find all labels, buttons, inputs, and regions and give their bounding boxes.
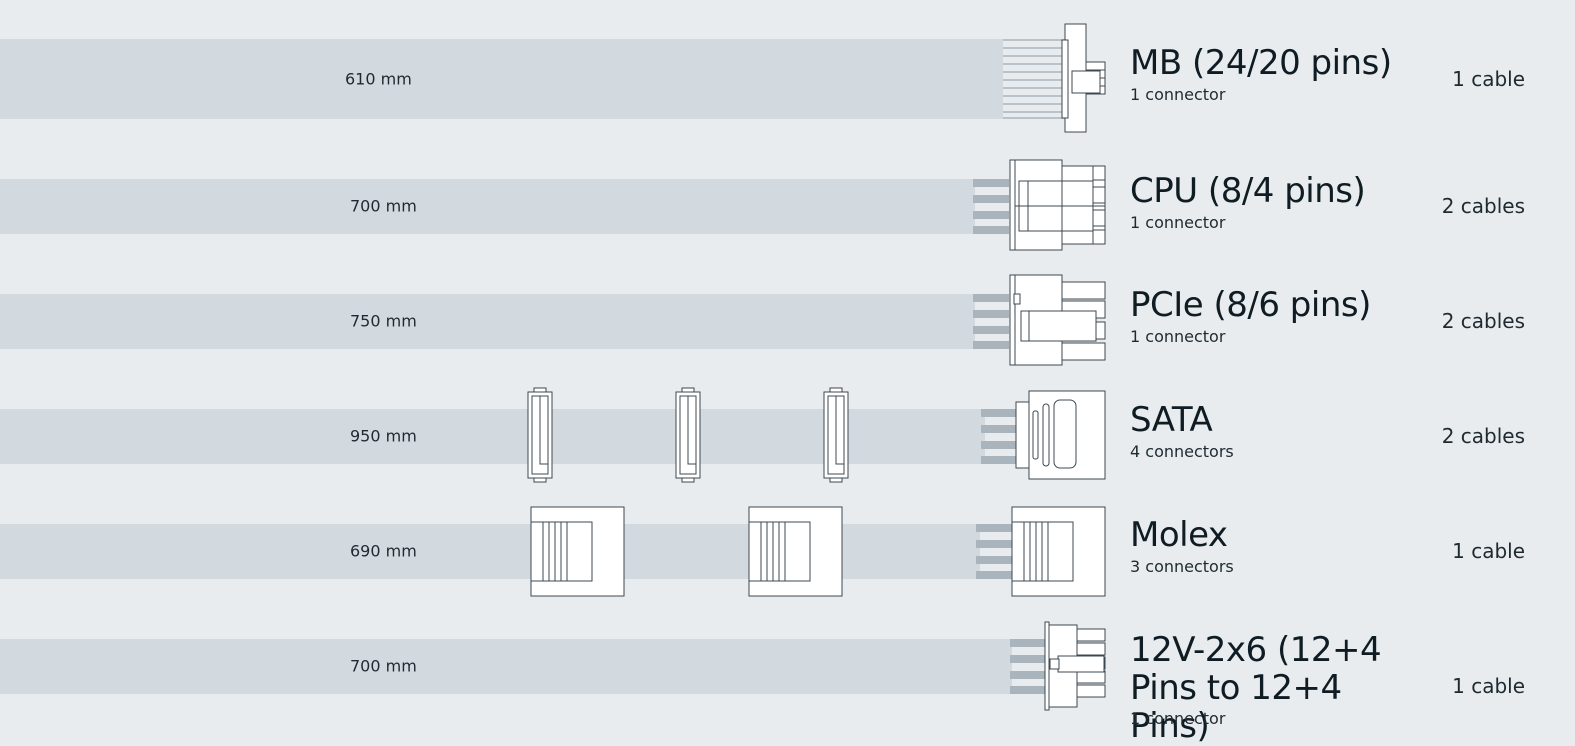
connector-count: 1 connector: [1130, 85, 1226, 104]
sata-connector-icon: [981, 390, 1106, 480]
cable-count: 1 cable: [1452, 674, 1525, 698]
cable-band-sata: [0, 409, 985, 464]
cable-band-cpu: [0, 179, 975, 234]
sata-inline-connector-icon: [675, 387, 701, 483]
cable-band-pcie: [0, 294, 975, 349]
connector-count: 1 connector: [1130, 709, 1226, 728]
mb-24pin-connector-icon: [1003, 23, 1106, 133]
sata-inline-connector-icon: [823, 387, 849, 483]
cable-title: PCIe (8/6 pins): [1130, 285, 1371, 325]
cable-title: CPU (8/4 pins): [1130, 171, 1366, 211]
cable-length: 950 mm: [350, 426, 417, 446]
cable-count: 2 cables: [1441, 424, 1525, 448]
cable-band-mb: [0, 39, 1003, 119]
cable-title: Molex: [1130, 515, 1228, 555]
cable-length: 750 mm: [350, 311, 417, 331]
connector-count: 1 connector: [1130, 213, 1226, 232]
molex-inline-connector-icon: [748, 506, 843, 597]
sata-inline-connector-icon: [527, 387, 553, 483]
molex-inline-connector-icon: [530, 506, 625, 597]
cable-band-12v: [0, 639, 1012, 694]
molex-connector-icon: [976, 506, 1106, 597]
cable-title: 12V-2x6 (12+4 Pins to 12+4 Pins): [1130, 630, 1382, 746]
connector-count: 4 connectors: [1130, 442, 1234, 461]
cable-title: SATA: [1130, 400, 1213, 440]
cable-title: MB (24/20 pins): [1130, 43, 1392, 83]
cable-count: 2 cables: [1441, 309, 1525, 333]
connector-count: 1 connector: [1130, 327, 1226, 346]
cable-length: 610 mm: [345, 69, 412, 89]
cpu-8pin-connector-icon: [973, 159, 1106, 251]
cable-length: 700 mm: [350, 196, 417, 216]
cable-length: 690 mm: [350, 541, 417, 561]
cable-length: 700 mm: [350, 656, 417, 676]
pcie-8pin-connector-icon: [973, 274, 1106, 366]
connector-count: 3 connectors: [1130, 557, 1234, 576]
cable-count: 1 cable: [1452, 67, 1525, 91]
cable-count: 2 cables: [1441, 194, 1525, 218]
12v-2x6-connector-icon: [1010, 621, 1106, 711]
cable-count: 1 cable: [1452, 539, 1525, 563]
